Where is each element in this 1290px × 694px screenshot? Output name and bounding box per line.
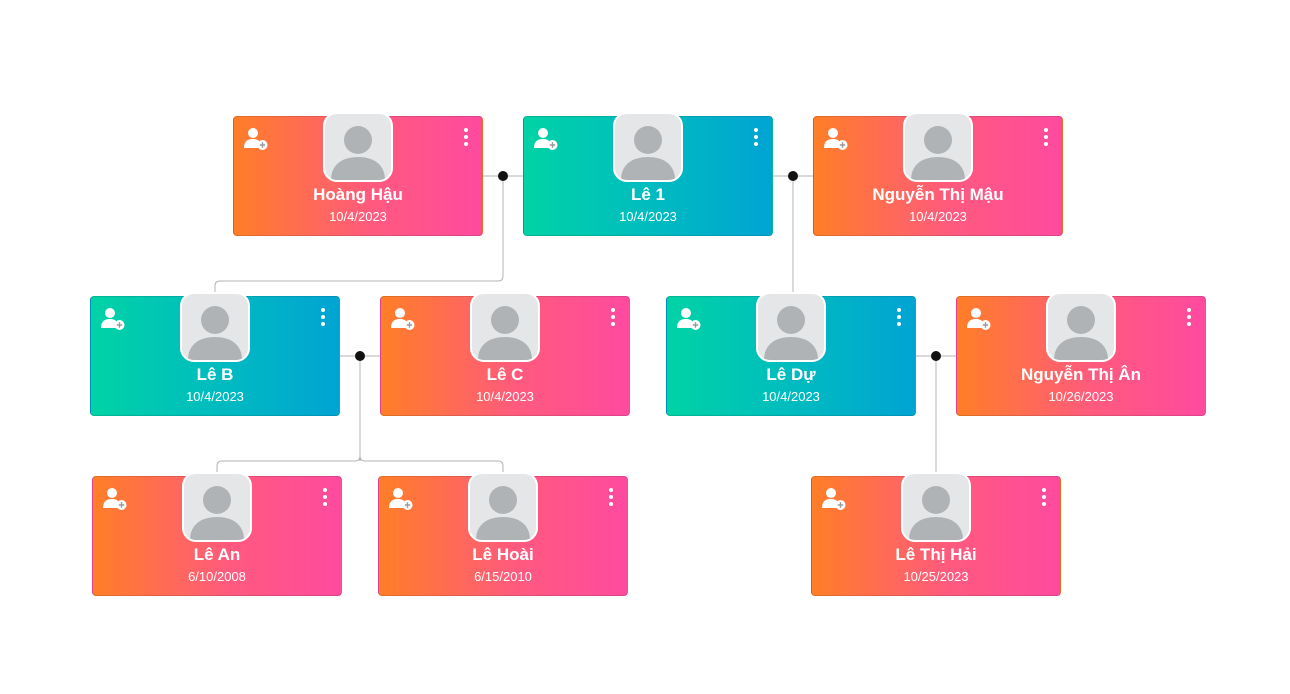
junction-dot: [931, 351, 941, 361]
add-person-icon[interactable]: [103, 486, 129, 512]
person-date: 10/4/2023: [909, 209, 967, 224]
add-person-icon[interactable]: [967, 306, 993, 332]
add-person-icon[interactable]: [534, 126, 560, 152]
more-vertical-icon[interactable]: [603, 487, 619, 509]
person-date: 6/15/2010: [474, 569, 532, 584]
person-name: Lê B: [196, 365, 234, 384]
more-vertical-icon[interactable]: [891, 307, 907, 329]
person-name: Lê Dự: [766, 365, 816, 384]
person-card-le-an[interactable]: Lê An 6/10/2008: [92, 472, 342, 596]
person-date: 10/4/2023: [329, 209, 387, 224]
person-date: 10/4/2023: [476, 389, 534, 404]
person-date: 10/4/2023: [186, 389, 244, 404]
add-person-icon[interactable]: [822, 486, 848, 512]
more-vertical-icon[interactable]: [1036, 487, 1052, 509]
person-card-le-b[interactable]: Lê B 10/4/2023: [90, 292, 340, 416]
person-card-hoang-hau[interactable]: Hoàng Hậu 10/4/2023: [233, 112, 483, 236]
person-name: Nguyễn Thị Mậu: [872, 185, 1004, 204]
add-person-icon[interactable]: [824, 126, 850, 152]
more-vertical-icon[interactable]: [1181, 307, 1197, 329]
person-name: Lê Thị Hải: [895, 545, 977, 564]
person-name: Lê Hoài: [472, 545, 534, 564]
person-name: Lê 1: [630, 185, 666, 204]
person-date: 10/26/2023: [1048, 389, 1114, 404]
more-vertical-icon[interactable]: [315, 307, 331, 329]
person-date: 10/25/2023: [903, 569, 969, 584]
person-name: Lê C: [486, 365, 524, 384]
junction-dot: [498, 171, 508, 181]
person-date: 10/4/2023: [619, 209, 677, 224]
junction-dot: [355, 351, 365, 361]
more-vertical-icon[interactable]: [748, 127, 764, 149]
user-avatar-icon: [613, 112, 683, 182]
user-avatar-icon: [182, 472, 252, 542]
add-person-icon[interactable]: [391, 306, 417, 332]
person-name: Lê An: [193, 545, 241, 564]
user-avatar-icon: [903, 112, 973, 182]
more-vertical-icon[interactable]: [1038, 127, 1054, 149]
person-card-le-1[interactable]: Lê 1 10/4/2023: [523, 112, 773, 236]
add-person-icon[interactable]: [101, 306, 127, 332]
user-avatar-icon: [470, 292, 540, 362]
more-vertical-icon[interactable]: [605, 307, 621, 329]
more-vertical-icon[interactable]: [458, 127, 474, 149]
person-date: 10/4/2023: [762, 389, 820, 404]
user-avatar-icon: [1046, 292, 1116, 362]
person-card-nguyen-thi-an[interactable]: Nguyễn Thị Ân 10/26/2023: [956, 292, 1206, 416]
person-name: Hoàng Hậu: [313, 185, 403, 204]
person-card-le-c[interactable]: Lê C 10/4/2023: [380, 292, 630, 416]
user-avatar-icon: [468, 472, 538, 542]
add-person-icon[interactable]: [389, 486, 415, 512]
user-avatar-icon: [323, 112, 393, 182]
person-name: Nguyễn Thị Ân: [1021, 365, 1141, 384]
person-date: 6/10/2008: [188, 569, 246, 584]
person-card-le-du[interactable]: Lê Dự 10/4/2023: [666, 292, 916, 416]
more-vertical-icon[interactable]: [317, 487, 333, 509]
person-card-le-hoai[interactable]: Lê Hoài 6/15/2010: [378, 472, 628, 596]
junction-dot: [788, 171, 798, 181]
person-card-nguyen-thi-mau[interactable]: Nguyễn Thị Mậu 10/4/2023: [813, 112, 1063, 236]
person-card-le-thi-hai[interactable]: Lê Thị Hải 10/25/2023: [811, 472, 1061, 596]
add-person-icon[interactable]: [244, 126, 270, 152]
user-avatar-icon: [756, 292, 826, 362]
user-avatar-icon: [180, 292, 250, 362]
add-person-icon[interactable]: [677, 306, 703, 332]
user-avatar-icon: [901, 472, 971, 542]
